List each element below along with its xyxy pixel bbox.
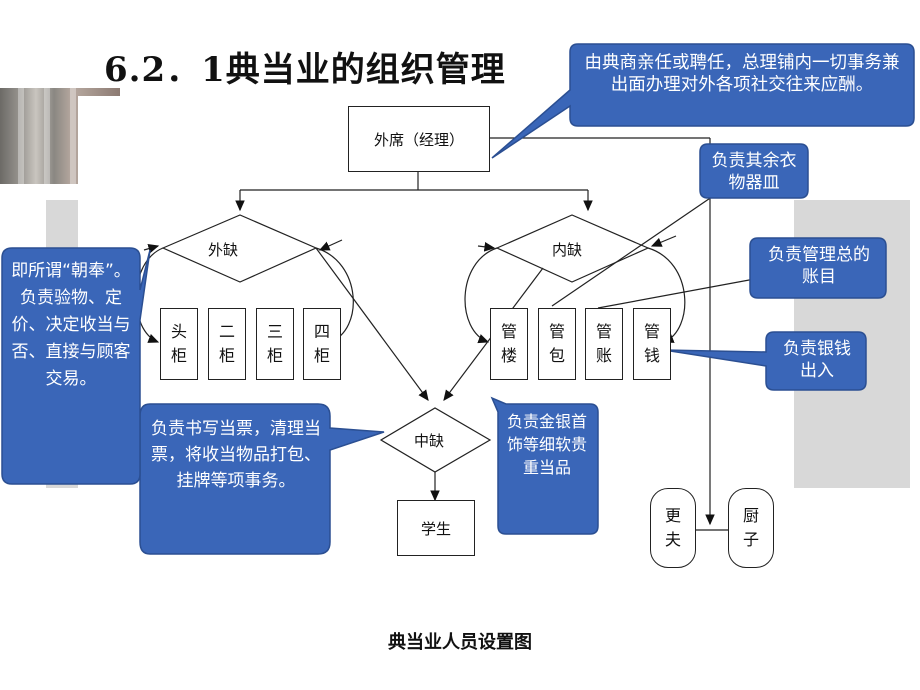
inner-4: 管钱 bbox=[633, 308, 671, 380]
callout-manager: 由典商亲任或聘任，总理铺内一切事务兼出面办理对外各项社交往来应酬。 bbox=[584, 53, 900, 95]
waique-label: 外缺 bbox=[208, 241, 239, 259]
student-node: 学生 bbox=[397, 500, 475, 556]
cook-node: 厨子 bbox=[728, 488, 774, 568]
page-title: 6.2．1典当业的组织管理 bbox=[104, 50, 506, 90]
manager-label: 外席（经理） bbox=[373, 130, 464, 149]
zhongque-label: 中缺 bbox=[414, 432, 445, 450]
cabinet-1: 头柜 bbox=[160, 308, 198, 380]
diagram-caption: 典当业人员设置图 bbox=[388, 632, 532, 653]
waiter-node: 更夫 bbox=[650, 488, 696, 568]
manager-node: 外席（经理） bbox=[348, 106, 490, 172]
callout-jewelry: 负责金银首饰等细软贵重当品 bbox=[506, 412, 587, 477]
cabinet-4: 四柜 bbox=[303, 308, 341, 380]
cabinet-3: 三柜 bbox=[256, 308, 294, 380]
inner-3: 管账 bbox=[585, 308, 623, 380]
neique-label: 内缺 bbox=[552, 241, 583, 259]
student-label: 学生 bbox=[420, 519, 451, 538]
callout-money: 负责银钱出入 bbox=[783, 339, 851, 381]
callout-shapes bbox=[1, 43, 915, 555]
callout-accounts: 负责管理总的账目 bbox=[768, 245, 870, 287]
callout-waique: 即所谓“朝奉”。负责验物、定价、决定收当与否、直接与顾客交易。 bbox=[11, 261, 131, 389]
inner-2: 管包 bbox=[538, 308, 576, 380]
inner-1: 管楼 bbox=[490, 308, 528, 380]
cabinet-2: 二柜 bbox=[208, 308, 246, 380]
callout-zhongque: 负责书写当票，清理当票，将收当物品打包、挂牌等项事务。 bbox=[151, 419, 321, 491]
callout-misc: 负责其余衣物器皿 bbox=[711, 151, 797, 193]
